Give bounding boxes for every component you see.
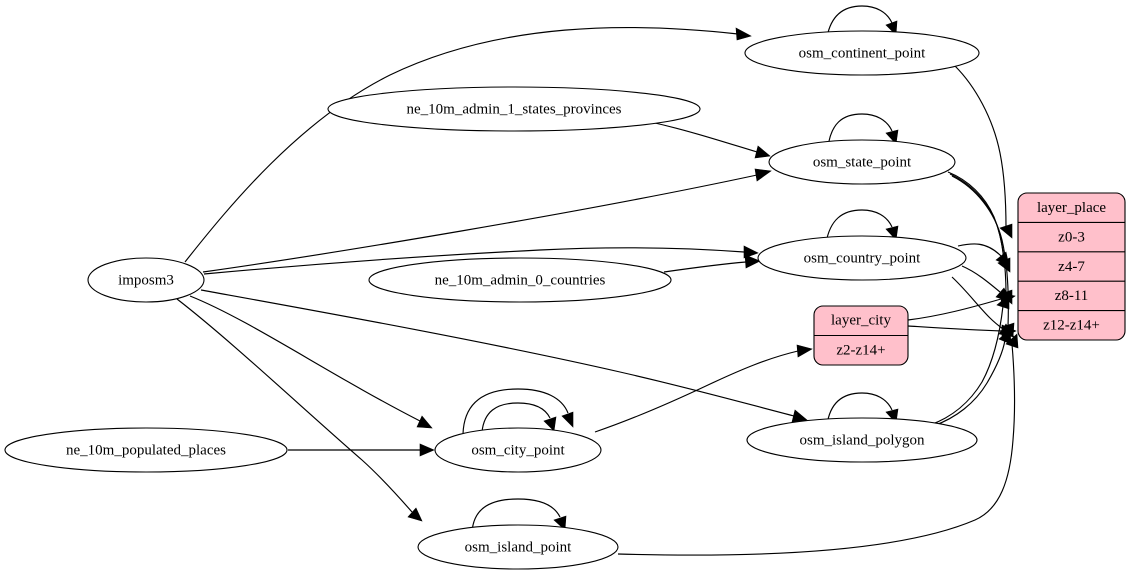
layer-city-header: layer_city xyxy=(831,312,891,328)
edge-osm-island-polygon-to-z12-z14 xyxy=(932,329,1012,427)
edge-osm-island-polygon-to-z8-11 xyxy=(929,294,1010,426)
record-node-layer-place[interactable]: layer_place z0-3 z4-7 z8-11 z12-z14+ xyxy=(1017,192,1126,341)
node-label-osm-country-point: osm_country_point xyxy=(804,250,921,266)
layer-place-row-z8-11[interactable]: z8-11 xyxy=(1055,288,1089,304)
edge-imposm3-to-osm-island-point xyxy=(176,298,423,522)
edge-osm-city-point-to-layer-city xyxy=(594,344,813,433)
edge-ne-admin-0-to-osm-country-point xyxy=(663,254,761,273)
node-osm-state-point[interactable]: osm_state_point xyxy=(768,139,956,185)
edge-osm-island-point-to-z12-z14 xyxy=(617,333,1019,556)
edge-osm-continent-point-to-z0-3 xyxy=(954,65,1013,239)
layer-city-row-z2-z14[interactable]: z2-z14+ xyxy=(836,342,885,358)
node-label-osm-island-polygon: osm_island_polygon xyxy=(799,432,925,448)
edge-ne-admin-1-to-osm-state-point xyxy=(654,122,771,159)
node-osm-city-point[interactable]: osm_city_point xyxy=(434,427,602,473)
layer-place-row-z4-7[interactable]: z4-7 xyxy=(1058,259,1085,275)
node-layer: imposm3 ne_10m_admin_1_states_provinces … xyxy=(4,30,980,570)
node-osm-continent-point[interactable]: osm_continent_point xyxy=(744,30,980,76)
layer-place-row-z0-3[interactable]: z0-3 xyxy=(1058,229,1085,245)
edge-imposm3-to-osm-country-point xyxy=(203,245,759,275)
node-imposm3[interactable]: imposm3 xyxy=(87,257,205,303)
edge-imposm3-to-osm-state-point xyxy=(202,168,772,273)
edge-self-loop-osm-city-point-outer xyxy=(462,388,574,435)
node-label-osm-state-point: osm_state_point xyxy=(813,154,912,170)
edge-self-loop-osm-island-point xyxy=(471,498,567,534)
edge-ne-populated-places-to-osm-city-point xyxy=(288,443,435,457)
layer-place-row-z12-z14[interactable]: z12-z14+ xyxy=(1043,317,1100,333)
node-ne-10m-populated-places[interactable]: ne_10m_populated_places xyxy=(4,427,288,473)
edge-imposm3-to-osm-continent-point xyxy=(184,26,752,263)
node-label-ne-10m-populated-places: ne_10m_populated_places xyxy=(66,442,226,458)
edge-imposm3-to-osm-city-point xyxy=(189,295,433,429)
edge-self-loop-osm-country-point xyxy=(825,209,899,244)
node-osm-island-polygon[interactable]: osm_island_polygon xyxy=(746,417,978,463)
node-label-osm-city-point: osm_city_point xyxy=(471,442,565,458)
node-label-osm-island-point: osm_island_point xyxy=(465,539,573,555)
node-osm-country-point[interactable]: osm_country_point xyxy=(757,235,967,281)
node-label-ne-10m-admin-1-states-provinces: ne_10m_admin_1_states_provinces xyxy=(407,101,622,117)
edge-layer xyxy=(176,5,1019,556)
record-node-layer-city[interactable]: layer_city z2-z14+ xyxy=(813,305,909,366)
layer-place-header: layer_place xyxy=(1037,200,1106,216)
node-ne-10m-admin-1-states-provinces[interactable]: ne_10m_admin_1_states_provinces xyxy=(327,86,701,132)
node-label-ne-10m-admin-0-countries: ne_10m_admin_0_countries xyxy=(435,272,606,288)
node-label-imposm3: imposm3 xyxy=(118,272,174,288)
node-label-osm-continent-point: osm_continent_point xyxy=(799,45,926,61)
edge-self-loop-osm-state-point xyxy=(827,113,899,148)
edge-imposm3-to-osm-island-polygon xyxy=(200,289,808,423)
node-osm-island-point[interactable]: osm_island_point xyxy=(417,524,619,570)
node-ne-10m-admin-0-countries[interactable]: ne_10m_admin_0_countries xyxy=(368,257,672,303)
edge-self-loop-osm-city-point-inner xyxy=(481,402,557,433)
edge-osm-country-point-to-z4-7 xyxy=(957,243,1010,267)
